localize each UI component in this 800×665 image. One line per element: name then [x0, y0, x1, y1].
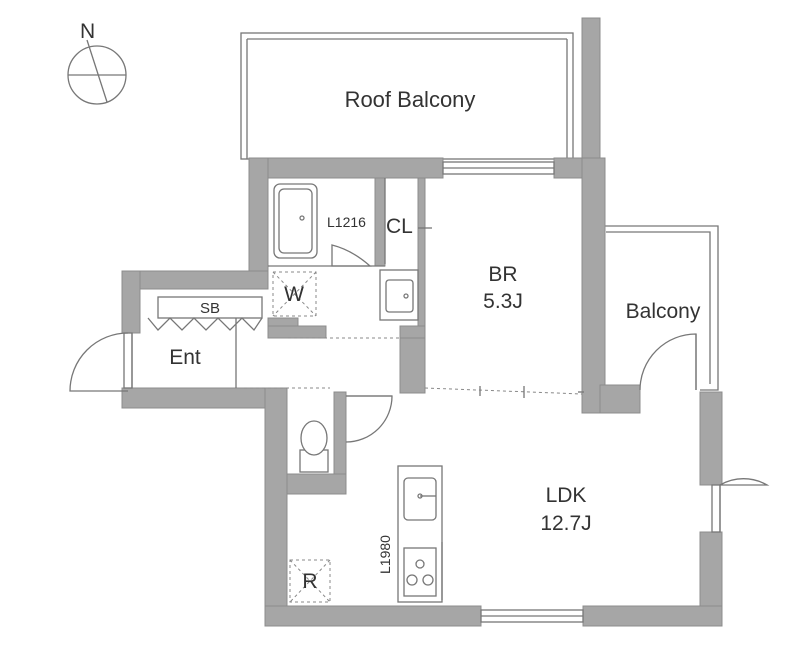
shoe-box-outline: [157, 296, 263, 319]
fridge-label: R: [302, 570, 317, 593]
wall-west-ldk: [264, 387, 288, 627]
balcony-door: [639, 333, 697, 391]
wall-top-entrance: [121, 270, 269, 290]
fridge-space: R: [289, 559, 331, 603]
ldk-size: 12.7J: [540, 512, 591, 535]
walls: [121, 17, 723, 627]
fridge-diagonal-a: [289, 559, 331, 603]
entrance-door-leaf: [123, 332, 133, 389]
br-size: 5.3J: [483, 290, 523, 313]
wall-top-bath: [248, 157, 444, 179]
wall-toilet-bottom: [286, 473, 347, 495]
wall-bottom-entrance: [121, 387, 285, 409]
washer-diagonal-b: [272, 271, 317, 317]
wash-basin-drain: [403, 293, 409, 299]
balcony-rail-outer: [604, 225, 719, 391]
kitchen-unit-dimension: L1980: [377, 535, 393, 574]
wall-washroom-bottom: [267, 325, 327, 339]
wall-hall-column: [399, 337, 426, 394]
toilet-bowl: [300, 420, 328, 456]
bath-door-swing: [331, 244, 372, 267]
washer-label: W: [284, 283, 304, 306]
wall-bath-divider: [374, 177, 386, 267]
ldk-east-door-swing: [719, 478, 770, 486]
wash-basin-bowl: [385, 279, 414, 313]
fridge-outline: [289, 559, 331, 603]
roof-balcony-area: Roof Balcony: [240, 32, 574, 160]
wall-bottom-ldk-right: [582, 605, 723, 627]
bath-unit: L1216: [268, 183, 385, 267]
closet: CL: [384, 178, 432, 264]
compass-needle: [86, 39, 108, 103]
kitchen-stove: [403, 547, 437, 597]
shoe-box-doors: [147, 317, 263, 332]
bath-unit-dimension: L1216: [327, 214, 366, 230]
wall-closet-divider: [417, 177, 426, 339]
wall-balcony-door-left: [599, 384, 641, 414]
stove-burner-a: [406, 574, 418, 586]
stove-burner-c: [415, 559, 425, 569]
bathtub-inner: [278, 188, 313, 254]
br-label: BR: [488, 263, 517, 286]
wall-washer-bottom: [267, 317, 299, 327]
compass: N: [67, 20, 127, 105]
fridge-diagonal-b: [289, 559, 331, 603]
partitions: [244, 337, 584, 398]
wall-west-bath: [248, 157, 269, 274]
ldk-east-door-leaf: [711, 484, 721, 533]
ldk-east-door: [711, 478, 770, 533]
toilet: [299, 395, 393, 473]
roof-balcony-label: Roof Balcony: [345, 87, 476, 112]
bathtub-drain: [299, 215, 305, 221]
wall-east-ldk-upper: [699, 391, 723, 486]
entrance-door: [69, 332, 133, 392]
wall-bottom-ldk-left: [264, 605, 482, 627]
toilet-door-swing: [345, 395, 393, 443]
shoe-box-label: SB: [200, 300, 220, 317]
closet-label: CL: [386, 215, 413, 238]
stove-burner-b: [422, 574, 434, 586]
wall-toilet-east: [333, 391, 347, 485]
washer-space: W: [272, 271, 317, 317]
wall-column-roof: [581, 17, 601, 179]
compass-north-label: N: [80, 20, 95, 43]
entrance-door-swing: [69, 332, 129, 392]
wall-west-entrance-upper: [121, 270, 141, 334]
br-sliding-door-line: [424, 387, 583, 395]
balcony-rail-inner: [606, 231, 711, 384]
entrance-label: Ent: [169, 346, 201, 369]
bathtub-outline: [273, 183, 318, 259]
wash-basin: [379, 269, 419, 321]
washer-outline: [272, 271, 317, 317]
kitchen-unit: L1980: [377, 465, 443, 603]
balcony-area: Balcony: [604, 225, 719, 391]
balcony-label: Balcony: [626, 300, 701, 323]
wall-washroom-bottom-right: [399, 325, 426, 339]
shoe-box: SB Ent: [147, 296, 263, 388]
windows: [442, 161, 584, 623]
kitchen-counter: [397, 465, 443, 603]
wall-east-br: [581, 157, 606, 414]
ldk-label: LDK: [546, 484, 587, 507]
kitchen-sink: [403, 477, 437, 521]
balcony-door-swing: [639, 333, 697, 391]
